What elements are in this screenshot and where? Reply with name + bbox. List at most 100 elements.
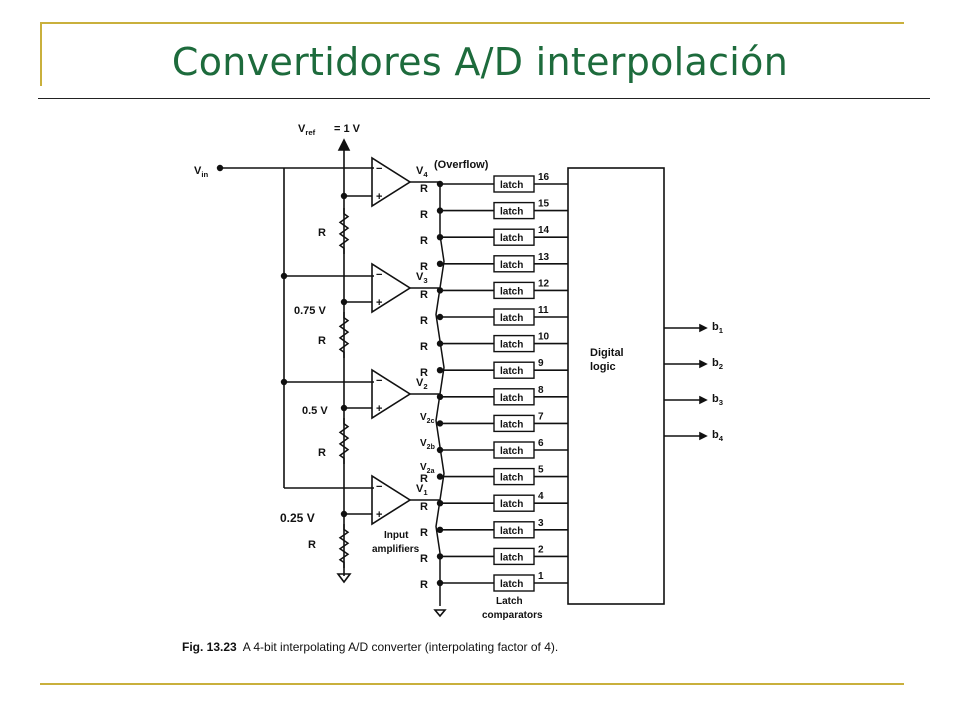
- junction-dot: [436, 420, 444, 427]
- amp-plus: +: [376, 509, 382, 521]
- string-resistor-label: R: [420, 473, 428, 485]
- junction-dot: [280, 378, 288, 386]
- amp-minus: −: [376, 375, 382, 387]
- input-amplifier: [371, 156, 412, 208]
- ref-voltage-label: 0.25 V: [280, 511, 315, 525]
- junction-dot: [340, 510, 348, 518]
- string-resistor-label: R: [420, 579, 428, 591]
- vref-arrow: [337, 138, 351, 151]
- caption-fig-number: Fig. 13.23: [182, 640, 237, 654]
- latch-number: 13: [538, 252, 550, 263]
- input-amplifier: [371, 368, 412, 420]
- latch-number: 3: [538, 518, 544, 529]
- vin-label: Vin: [194, 165, 208, 179]
- ref-resistor-label: R: [318, 335, 326, 347]
- ref-voltage-label: 0.75 V: [294, 305, 326, 317]
- amp-plus: +: [376, 191, 382, 203]
- overflow-label: (Overflow): [434, 159, 489, 171]
- latch-label: latch: [500, 526, 523, 537]
- latch-label: latch: [500, 499, 523, 510]
- amp-output-label: V3: [416, 271, 428, 285]
- latch-number: 16: [538, 172, 550, 183]
- output-arrow: [699, 323, 708, 333]
- latch-number: 9: [538, 358, 544, 369]
- latch-number: 10: [538, 332, 550, 343]
- latch-comparators-label: Latch: [496, 596, 523, 607]
- amp-plus: +: [376, 403, 382, 415]
- output-arrow: [699, 431, 708, 441]
- ref-resistor: [338, 418, 350, 464]
- ref-resistor: [338, 312, 350, 358]
- junction-dot: [436, 313, 444, 321]
- latch-number: 11: [538, 305, 549, 316]
- junction-dot: [436, 526, 444, 533]
- string-resistor-label: R: [420, 289, 428, 301]
- input-amplifiers-label: amplifiers: [372, 544, 420, 555]
- junction-dot: [436, 207, 444, 214]
- junction-dot: [436, 367, 444, 374]
- junction-dot: [436, 233, 444, 241]
- string-resistor-label: R: [420, 261, 428, 273]
- latch-label: latch: [500, 366, 523, 377]
- slide-title: Convertidores A/D interpolación: [171, 40, 789, 84]
- ground-symbol: [336, 573, 352, 584]
- string-resistor-label: R: [420, 367, 428, 379]
- junction-dot: [436, 287, 444, 294]
- latch-label: latch: [500, 286, 523, 297]
- junction-dot: [436, 553, 444, 560]
- latch-number: 2: [538, 544, 544, 555]
- latch-label: latch: [500, 340, 523, 351]
- input-amplifier: [371, 474, 412, 526]
- title-underline: [38, 98, 930, 99]
- vref-value: = 1 V: [334, 123, 361, 135]
- output-label: b4: [712, 429, 724, 443]
- vref-label: Vref: [298, 123, 316, 137]
- string-resistor-label: R: [420, 501, 428, 513]
- latch-number: 12: [538, 278, 550, 289]
- junction-dot: [436, 180, 444, 188]
- amp-output-label: V4: [416, 165, 428, 179]
- junction-dot: [340, 192, 348, 200]
- latch-number: 1: [538, 571, 544, 582]
- ref-resistor-label: R: [308, 539, 316, 551]
- latch-number: 6: [538, 438, 544, 449]
- frame-left-line: [40, 22, 42, 86]
- ground-symbol: [433, 609, 447, 618]
- latch-label: latch: [500, 393, 523, 404]
- latch-number: 5: [538, 465, 544, 476]
- amp-output-label: V1: [416, 483, 428, 497]
- junction-dot: [436, 446, 444, 454]
- ref-resistor-label: R: [318, 447, 326, 459]
- latch-number: 7: [538, 411, 544, 422]
- ref-resistor: [338, 208, 350, 254]
- latch-label: latch: [500, 446, 523, 457]
- digital-logic-label: Digital: [590, 347, 624, 359]
- string-resistor-label: R: [420, 315, 428, 327]
- junction-dot: [436, 340, 444, 347]
- output-arrow: [699, 359, 708, 369]
- junction-dot: [436, 500, 444, 507]
- latch-number: 15: [538, 199, 550, 210]
- output-label: b1: [712, 321, 724, 335]
- amp-minus: −: [376, 163, 382, 175]
- junction-dot: [340, 298, 348, 306]
- latch-label: latch: [500, 552, 523, 563]
- junction-dot: [340, 404, 348, 412]
- latch-label: latch: [500, 419, 523, 430]
- latch-number: 14: [538, 225, 550, 236]
- input-amplifier: [371, 262, 412, 314]
- output-label: b3: [712, 393, 723, 407]
- ref-resistor: [338, 524, 350, 568]
- string-resistor-label: R: [420, 235, 428, 247]
- ref-voltage-label: 0.5 V: [302, 405, 328, 417]
- latch-number: 4: [538, 491, 544, 502]
- string-resistor-label: R: [420, 341, 428, 353]
- junction-dot: [436, 579, 444, 587]
- amp-minus: −: [376, 269, 382, 281]
- junction-dot: [436, 473, 444, 480]
- output-label: b2: [712, 357, 723, 371]
- junction-dot: [280, 272, 288, 280]
